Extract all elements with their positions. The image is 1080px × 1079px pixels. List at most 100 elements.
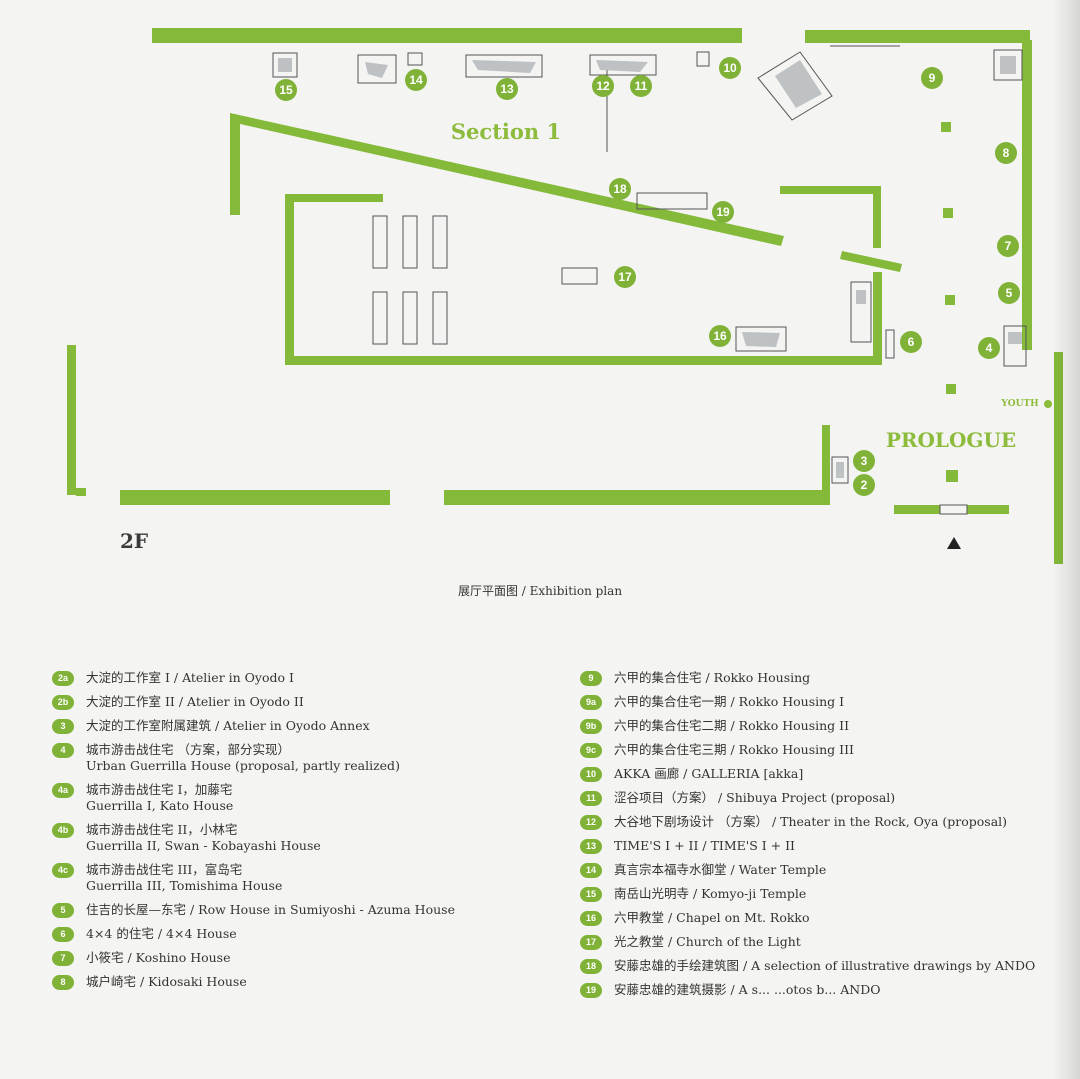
wall-bottom-left: [120, 490, 390, 505]
legend-title: 六甲教堂 / Chapel on Mt. Rokko: [614, 910, 810, 925]
legend-item: 12 大谷地下剧场设计 （方案） / Theater in the Rock, O…: [580, 814, 1060, 830]
legend-text: 4×4 的住宅 / 4×4 House: [86, 926, 237, 942]
exhibit-marker-11[interactable]: 11: [630, 75, 652, 97]
legend-title: 城户崎宅 / Kidosaki House: [86, 974, 247, 989]
inner-wall-right: [873, 272, 882, 364]
legend-number-badge: 9: [580, 671, 602, 686]
exhibit-marker-14[interactable]: 14: [405, 69, 427, 91]
exhibit-marker-2[interactable]: 2: [853, 474, 875, 496]
legend-subtitle: Guerrilla III, Tomishima House: [86, 878, 283, 893]
exhibit-marker-4[interactable]: 4: [978, 337, 1000, 359]
legend-number-badge: 12: [580, 815, 602, 830]
svg-text:10: 10: [723, 61, 737, 75]
exhibit-marker-7[interactable]: 7: [997, 235, 1019, 257]
legend-text: 安藤忠雄的建筑摄影 / A s... ...otos b... ANDO: [614, 982, 880, 998]
exhibit-marker-6[interactable]: 6: [900, 331, 922, 353]
legend-number-badge: 13: [580, 839, 602, 854]
legend-text: 六甲的集合住宅一期 / Rokko Housing I: [614, 694, 844, 710]
legend-title: 住吉的长屋—东宅 / Row House in Sumiyoshi - Azum…: [86, 902, 455, 917]
wall-entry-post: [822, 425, 830, 495]
svg-text:13: 13: [500, 82, 514, 96]
inner-wall-right-top: [780, 186, 880, 194]
legend-title: 安藤忠雄的手绘建筑图 / A selection of illustrative…: [614, 958, 1036, 973]
exhibit-marker-5[interactable]: 5: [998, 282, 1020, 304]
legend-text: 六甲的集合住宅 / Rokko Housing: [614, 670, 810, 686]
legend-text: 安藤忠雄的手绘建筑图 / A selection of illustrative…: [614, 958, 1035, 974]
legend-number-badge: 11: [580, 791, 602, 806]
legend-number-badge: 7: [52, 951, 74, 966]
legend-title: AKKA 画廊 / GALLERIA [akka]: [614, 766, 804, 781]
legend-text: 大淀的工作室 Ⅰ / Atelier in Oyodo I: [86, 670, 294, 686]
legend-title: 4×4 的住宅 / 4×4 House: [86, 926, 237, 941]
exhibit-marker-17[interactable]: 17: [614, 266, 636, 288]
svg-text:3: 3: [861, 454, 868, 468]
legend-title: 城市游击战住宅 III，富岛宅: [86, 862, 243, 877]
inner-wall-left: [285, 194, 294, 364]
exhibit-marker-13[interactable]: 13: [496, 78, 518, 100]
exhibit-marker-19[interactable]: 19: [712, 201, 734, 223]
svg-text:19: 19: [716, 205, 730, 219]
legend-text: 南岳山光明寺 / Komyo-ji Temple: [614, 886, 806, 902]
svg-text:5: 5: [1006, 286, 1013, 300]
exhibit-marker-8[interactable]: 8: [995, 142, 1017, 164]
exhibit-marker-3[interactable]: 3: [853, 450, 875, 472]
youth-dot: [1044, 400, 1052, 408]
wall-far-right: [1054, 352, 1063, 564]
wall-right: [1022, 40, 1032, 350]
legend-number-badge: 5: [52, 903, 74, 918]
legend-text: 六甲教堂 / Chapel on Mt. Rokko: [614, 910, 810, 926]
legend-item: 13 TIME'S I + II / TIME'S I + II: [580, 838, 1060, 854]
legend-item: 10 AKKA 画廊 / GALLERIA [akka]: [580, 766, 1060, 782]
legend-title: 六甲的集合住宅二期 / Rokko Housing II: [614, 718, 850, 733]
legend-title: 光之教堂 / Church of the Light: [614, 934, 801, 949]
legend-title: 城市游击战住宅 （方案，部分实现）: [86, 742, 290, 757]
legend-text: 小筱宅 / Koshino House: [86, 950, 231, 966]
legend-title: 大谷地下剧场设计 （方案） / Theater in the Rock, Oya…: [614, 814, 1008, 829]
inner-wall-bottom: [285, 356, 882, 365]
legend-number-badge: 17: [580, 935, 602, 950]
legend-item: 9 六甲的集合住宅 / Rokko Housing: [580, 670, 1060, 686]
legend-number-badge: 2b: [52, 695, 74, 710]
legend-number-badge: 15: [580, 887, 602, 902]
legend-number-badge: 9b: [580, 719, 602, 734]
exhibit-marker-15[interactable]: 15: [275, 79, 297, 101]
svg-text:15: 15: [279, 83, 293, 97]
exhibit-marker-18[interactable]: 18: [609, 178, 631, 200]
plan-caption: 展厅平面图 / Exhibition plan: [457, 584, 623, 598]
legend-number-badge: 10: [580, 767, 602, 782]
exhibit-marker-12[interactable]: 12: [592, 75, 614, 97]
legend-item: 5 住吉的长屋—东宅 / Row House in Sumiyoshi - Azu…: [52, 902, 522, 918]
legend-title: 六甲的集合住宅一期 / Rokko Housing I: [614, 694, 845, 709]
exhibit-marker-16[interactable]: 16: [709, 325, 731, 347]
plan-details: [272, 45, 1027, 515]
exhibit-marker-9[interactable]: 9: [921, 67, 943, 89]
exhibit-marker-10[interactable]: 10: [719, 57, 741, 79]
legend-number-badge: 9c: [580, 743, 602, 758]
prologue-title: PROLOGUE: [886, 428, 1016, 452]
pillar: [946, 470, 958, 482]
section-title: Section 1: [451, 119, 561, 144]
legend-text: 涩谷项目（方案） / Shibuya Project (proposal): [614, 790, 895, 806]
legend-text: 城户崎宅 / Kidosaki House: [86, 974, 247, 990]
legend-text: 住吉的长屋—东宅 / Row House in Sumiyoshi - Azum…: [86, 902, 455, 918]
legend-text: AKKA 画廊 / GALLERIA [akka]: [614, 766, 803, 782]
legend-text: 光之教堂 / Church of the Light: [614, 934, 801, 950]
legend-title: TIME'S I + II / TIME'S I + II: [614, 838, 795, 853]
floor-label: 2F: [120, 529, 148, 553]
svg-text:18: 18: [613, 182, 627, 196]
youth-label: YOUTH: [1000, 399, 1039, 409]
legend-title: 城市游击战住宅 II，小林宅: [86, 822, 238, 837]
